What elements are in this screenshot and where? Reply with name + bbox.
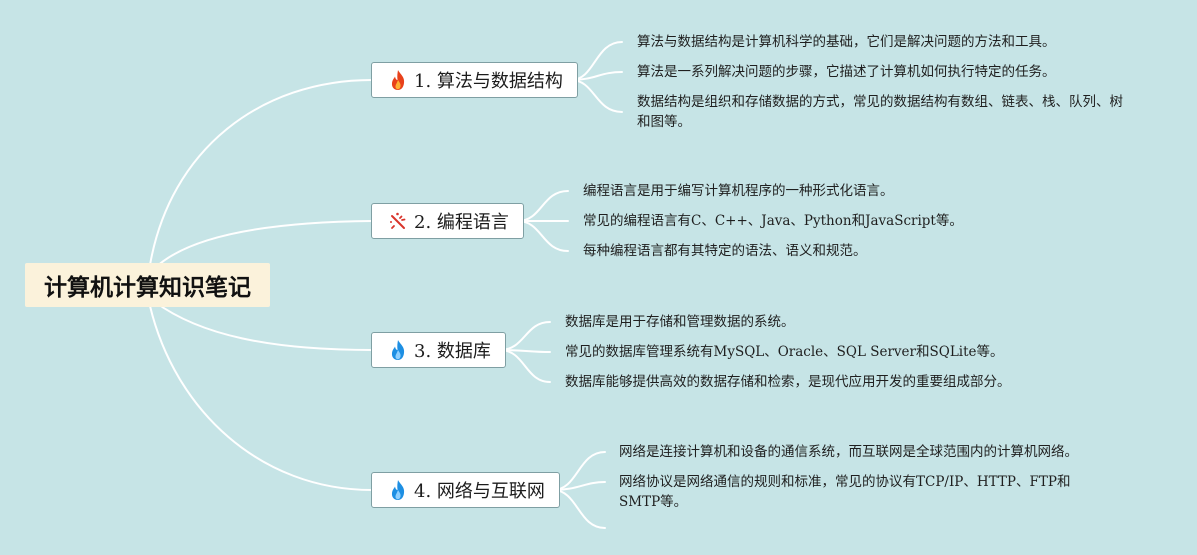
sparkle-icon (388, 210, 408, 232)
blue-fire-icon (388, 479, 408, 501)
leaf-text: 常见的编程语言有C、C++、Java、Python和JavaScript等。 (583, 213, 963, 229)
branch-label: 2. 编程语言 (414, 212, 509, 233)
blue-fire-icon (388, 339, 408, 361)
root-node: 计算机计算知识笔记 (25, 263, 270, 307)
leaf-text: 常见的数据库管理系统有MySQL、Oracle、SQL Server和SQLit… (565, 344, 1004, 360)
root-title: 计算机计算知识笔记 (44, 275, 251, 301)
branch-label: 3. 数据库 (414, 341, 491, 362)
branch-programming-languages[interactable]: 2. 编程语言 (371, 203, 524, 239)
branch-algorithms[interactable]: 1. 算法与数据结构 (371, 62, 578, 98)
leaf-text: 网络协议是网络通信的规则和标准，常见的协议有TCP/IP、HTTP、FTP和SM… (619, 474, 1071, 510)
fire-icon (388, 69, 408, 91)
leaf-text: 算法是一系列解决问题的步骤，它描述了计算机如何执行特定的任务。 (637, 64, 1056, 80)
leaf-text: 编程语言是用于编写计算机程序的一种形式化语言。 (583, 183, 894, 199)
leaf-text: 每种编程语言都有其特定的语法、语义和规范。 (583, 243, 867, 259)
leaf-text: 数据库是用于存储和管理数据的系统。 (565, 314, 795, 330)
leaf-text: 算法与数据结构是计算机科学的基础，它们是解决问题的方法和工具。 (637, 34, 1056, 50)
leaf-text: 网络是连接计算机和设备的通信系统，而互联网是全球范围内的计算机网络。 (619, 444, 1078, 460)
branch-label: 1. 算法与数据结构 (414, 71, 563, 92)
leaf-text: 数据结构是组织和存储数据的方式，常见的数据结构有数组、链表、栈、队列、树和图等。 (637, 94, 1123, 130)
branch-label: 4. 网络与互联网 (414, 481, 545, 502)
leaf-text: 数据库能够提供高效的数据存储和检索，是现代应用开发的重要组成部分。 (565, 374, 1011, 390)
branch-databases[interactable]: 3. 数据库 (371, 332, 506, 368)
branch-networking[interactable]: 4. 网络与互联网 (371, 472, 560, 508)
